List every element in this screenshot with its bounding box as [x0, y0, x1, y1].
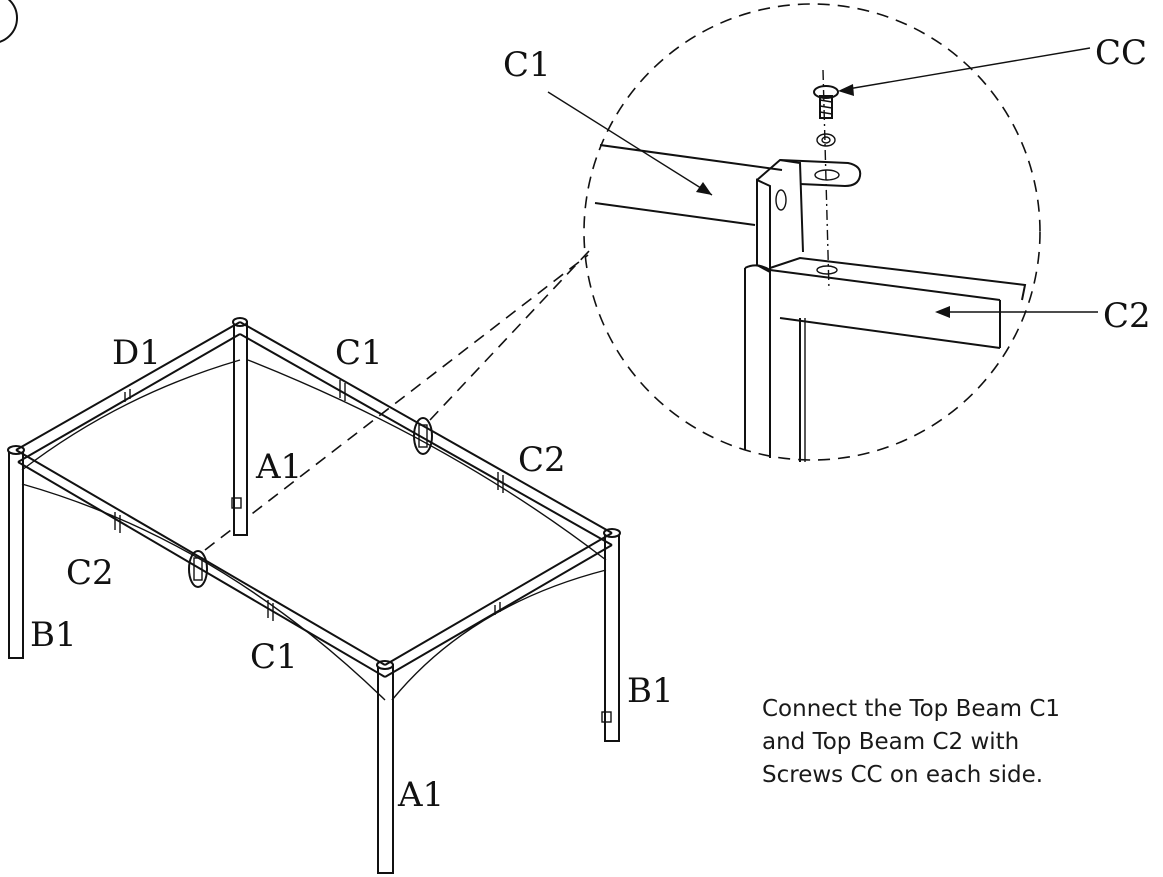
instruction-line-3: Screws CC on each side.	[762, 762, 1044, 788]
label-frame-c1-front: C1	[250, 637, 298, 677]
label-frame-c2-right: C2	[518, 440, 566, 480]
step-number-circle	[0, 0, 18, 43]
detail-magnifier-circle	[583, 3, 1041, 461]
projection-line	[204, 254, 589, 551]
leader-cc-detail	[841, 47, 1091, 91]
detail-view	[547, 3, 1098, 462]
instruction-text: Connect the Top Beam C1 and Top Beam C2 …	[762, 693, 1152, 792]
label-frame-b1-left: B1	[30, 615, 77, 655]
label-frame-a1-front: A1	[397, 775, 444, 815]
label-frame-a1-back: A1	[255, 447, 302, 487]
label-detail-c2: C2	[1103, 296, 1151, 336]
label-frame-c2-left: C2	[66, 553, 114, 593]
label-frame-c1-back: C1	[335, 333, 383, 373]
label-frame-d1: D1	[112, 333, 161, 373]
leader-c1-detail	[547, 91, 713, 196]
instruction-line-1: Connect the Top Beam C1	[762, 696, 1061, 722]
gazebo-frame	[7, 317, 621, 874]
instruction-line-2: and Top Beam C2 with	[762, 729, 1020, 755]
projection-line	[429, 249, 591, 421]
label-detail-c1: C1	[503, 45, 551, 85]
label-detail-cc: CC	[1095, 33, 1147, 73]
label-frame-b1-right: B1	[627, 671, 674, 711]
